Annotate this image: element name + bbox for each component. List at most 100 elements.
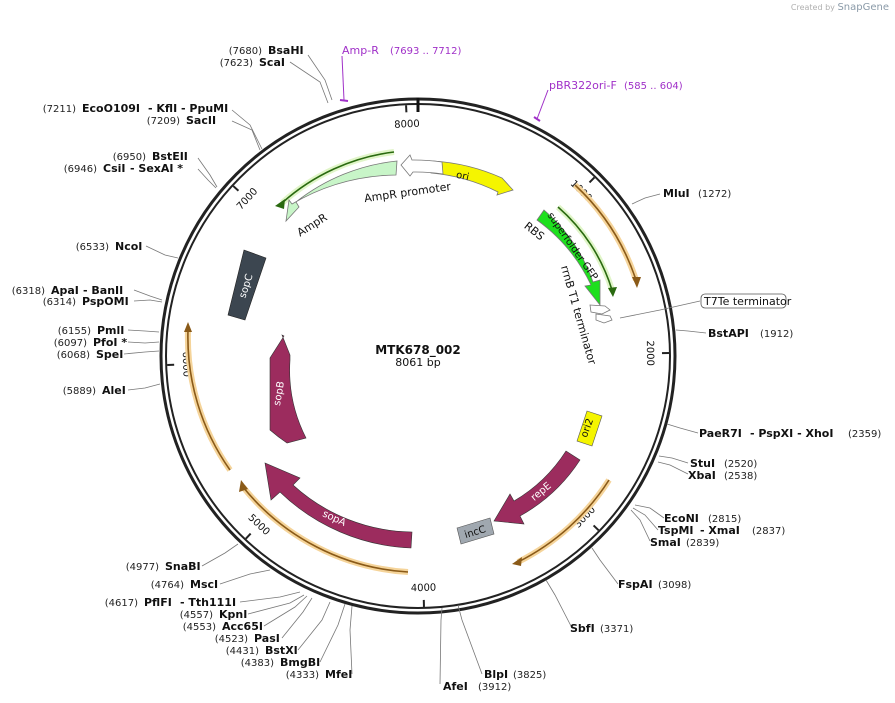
site-labels: (7680)BsaHI (7623)ScaI (7211)EcoO109I- K… [12, 44, 882, 693]
svg-text:- Tth111I: - Tth111I [180, 596, 236, 609]
feature-ampr-promoter[interactable]: AmpR promoter [363, 154, 452, 205]
site-mfei[interactable]: (4333)MfeI [286, 668, 353, 681]
site-bstapi[interactable]: BstAPI(1912) [708, 327, 793, 340]
feature-ampr-promoter-label: AmpR promoter [363, 180, 452, 205]
svg-text:(3825): (3825) [513, 670, 546, 681]
primer-pbr322ori-f[interactable]: pBR322ori-F (585 .. 604) [533, 79, 683, 122]
site-smai[interactable]: SmaI (2839) [650, 536, 719, 549]
feature-ori2[interactable]: ori2 [576, 410, 603, 447]
svg-text:(7211): (7211) [43, 104, 76, 115]
svg-text:(6318): (6318) [12, 286, 45, 297]
primer-amp-r[interactable]: Amp-R (7693 .. 7712) [339, 44, 462, 102]
svg-text:(4764): (4764) [151, 580, 184, 591]
site-pflfi[interactable]: (4617) PflFI - Tth111I [105, 596, 236, 609]
site-bstxi[interactable]: (4431)BstXI [226, 644, 298, 657]
feature-sopb[interactable]: sopB [269, 334, 307, 444]
svg-text:PfoI *: PfoI * [93, 336, 127, 349]
svg-text:EcoO109I: EcoO109I [82, 102, 140, 115]
svg-text:(6097): (6097) [54, 338, 87, 349]
svg-text:BsaHI: BsaHI [268, 44, 304, 57]
brand-prefix: Created by [790, 3, 835, 12]
svg-text:TspMI: TspMI [658, 524, 694, 537]
svg-text:BstXI: BstXI [265, 644, 298, 657]
brand-name: SnapGene [837, 2, 889, 13]
svg-text:(4617): (4617) [105, 598, 138, 609]
svg-text:SpeI: SpeI [96, 348, 123, 361]
site-tspmi[interactable]: TspMI - XmaI (2837) [658, 524, 785, 537]
svg-text:KpnI: KpnI [219, 608, 247, 621]
svg-text:- XmaI: - XmaI [700, 524, 740, 537]
site-spei[interactable]: (6068)SpeI [57, 348, 124, 361]
site-afei[interactable]: AfeI(3912) [443, 680, 511, 693]
site-pasi[interactable]: (4523)PasI [215, 632, 280, 645]
site-econi[interactable]: EcoNI (2815) [664, 512, 741, 525]
svg-text:PflFI: PflFI [144, 596, 172, 609]
svg-text:(5889): (5889) [63, 386, 96, 397]
svg-text:(4557): (4557) [180, 610, 213, 621]
site-scai[interactable]: (7623) ScaI [220, 56, 285, 69]
site-sacii[interactable]: (7209)SacII [147, 114, 216, 127]
site-bmgbi[interactable]: (4383)BmgBI [241, 656, 320, 669]
orf-arcs [184, 149, 641, 575]
svg-text:(2839): (2839) [686, 538, 719, 549]
svg-text:(2359): (2359) [848, 429, 881, 440]
site-apai[interactable]: (6318)ApaI- BanII [12, 284, 123, 297]
feature-ori[interactable]: ori [430, 160, 514, 196]
tick-label: 4000 [411, 583, 437, 595]
svg-text:BstEII: BstEII [152, 150, 188, 163]
site-bsteii[interactable]: (6950)BstEII [113, 150, 188, 163]
svg-text:ScaI: ScaI [259, 56, 285, 69]
site-pmli[interactable]: (6155)PmlI [58, 324, 125, 337]
site-fspai[interactable]: FspAI (3098) [618, 578, 691, 591]
svg-text:(7680): (7680) [229, 46, 262, 57]
feature-repe[interactable]: repE [493, 450, 581, 525]
feature-t7te-terminator[interactable]: T7Te terminator [595, 293, 792, 324]
primer-pbr322ori-f-label: pBR322ori-F [549, 79, 617, 92]
site-csii[interactable]: (6946)CsiI- SexAI * [64, 162, 184, 175]
site-leader-lines [123, 54, 707, 685]
svg-text:(2837): (2837) [752, 526, 785, 537]
feature-sopc[interactable]: sopC [227, 249, 267, 321]
tick-label: 2000 [644, 340, 655, 366]
tick-mark [592, 524, 600, 532]
svg-text:AfeI: AfeI [443, 680, 468, 693]
site-pfoi[interactable]: (6097) PfoI * [54, 336, 128, 349]
site-psppomi[interactable]: (6314)PspOMI [43, 295, 129, 308]
svg-text:(6314): (6314) [43, 297, 76, 308]
tick-mark [588, 176, 596, 184]
svg-text:NcoI: NcoI [115, 240, 142, 253]
svg-text:PmlI: PmlI [97, 324, 124, 337]
svg-text:(4333): (4333) [286, 670, 319, 681]
site-snabi[interactable]: (4977)SnaBI [126, 560, 201, 573]
feature-sopa[interactable]: sopA [264, 462, 413, 549]
svg-text:FspAI: FspAI [618, 578, 653, 591]
feature-incc[interactable]: incC [456, 517, 495, 545]
svg-text:- BanII: - BanII [83, 284, 123, 297]
site-stui[interactable]: StuI(2520) [690, 457, 757, 470]
site-bsahi[interactable]: (7680) BsaHI [229, 44, 304, 57]
svg-text:(1912): (1912) [760, 329, 793, 340]
site-ncoi[interactable]: (6533)NcoI [76, 240, 143, 253]
svg-text:(2815): (2815) [708, 514, 741, 525]
site-ecoo109i[interactable]: (7211)EcoO109I- KflI - PpuMI [43, 102, 228, 115]
svg-text:SacII: SacII [186, 114, 216, 127]
svg-text:EcoNI: EcoNI [664, 512, 699, 525]
site-acc65i[interactable]: (4553)Acc65I [183, 620, 263, 633]
svg-text:SmaI: SmaI [650, 536, 681, 549]
svg-text:(7623): (7623) [220, 58, 253, 69]
svg-text:(4553): (4553) [183, 622, 216, 633]
site-kpni[interactable]: (4557) KpnI [180, 608, 248, 621]
site-mlui[interactable]: MluI(1272) [663, 187, 731, 200]
site-sbfi[interactable]: SbfI(3371) [570, 622, 633, 635]
svg-text:PaeR7I: PaeR7I [699, 427, 742, 440]
site-blpi[interactable]: BlpI(3825) [484, 668, 546, 681]
site-paer7i[interactable]: PaeR7I- PspXI - XhoI(2359) [699, 427, 881, 440]
tick-label: 6000 [180, 351, 192, 377]
site-msci[interactable]: (4764)MscI [151, 578, 218, 591]
svg-text:(6946): (6946) [64, 164, 97, 175]
svg-text:(3098): (3098) [658, 580, 691, 591]
site-alei[interactable]: (5889)AleI [63, 384, 126, 397]
svg-text:(1272): (1272) [698, 189, 731, 200]
site-xbai[interactable]: XbaI(2538) [688, 469, 757, 482]
